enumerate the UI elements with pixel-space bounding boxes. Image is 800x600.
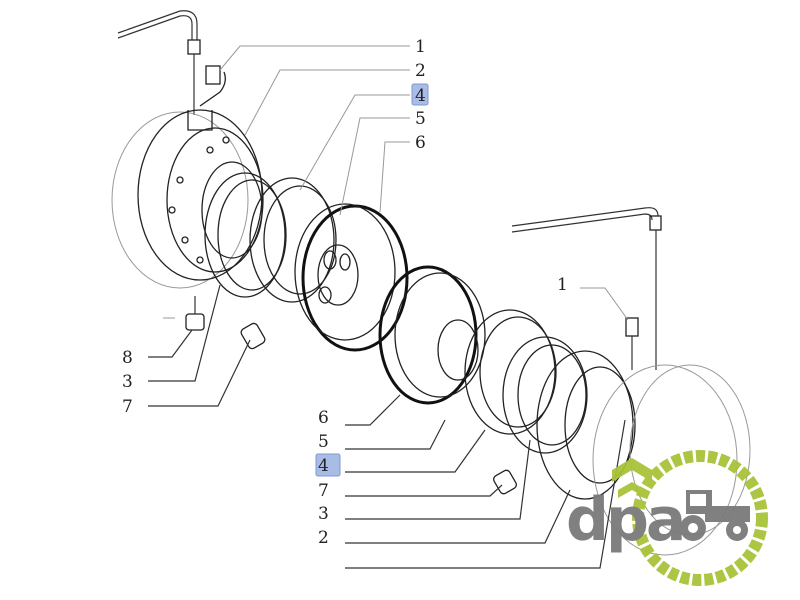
leader-lines [148, 45, 629, 569]
callout-label: 6 [318, 408, 329, 428]
callout-label-highlighted[interactable]: 4 [415, 86, 426, 106]
highlight-box [315, 453, 341, 477]
callout-label: 6 [415, 133, 426, 153]
callout-label: 7 [122, 397, 133, 417]
logo-text: dpa [566, 485, 683, 555]
callout-label-highlighted[interactable]: 4 [318, 456, 329, 476]
callout-label: 8 [122, 348, 133, 368]
callout-label: 1 [557, 275, 568, 295]
spring-left [240, 322, 266, 350]
callout-label: 5 [415, 109, 426, 129]
highlight-box [411, 83, 429, 106]
spring-right [493, 469, 517, 495]
brake-discs-right [378, 265, 636, 500]
callouts-bottom-middle: 6 5 4 7 3 2 [315, 408, 341, 548]
brake-housing-left [111, 65, 264, 289]
dpa-logo: dpa [566, 450, 768, 586]
brake-pipe-left [117, 10, 201, 115]
bleed-screw-left [185, 296, 205, 331]
callouts-left: 8 3 7 [122, 348, 133, 417]
brake-pipe-right [511, 207, 662, 370]
callout-label: 3 [318, 504, 329, 524]
brake-discs-left [204, 172, 409, 352]
callout-label: 2 [318, 528, 329, 548]
callouts-top-right: 1 2 4 5 6 [411, 37, 429, 153]
callout-label: 7 [318, 481, 329, 501]
callout-label: 5 [318, 432, 329, 452]
tractor-icon [680, 490, 750, 541]
callout-label: 1 [415, 37, 426, 57]
callout-label: 2 [415, 61, 426, 81]
callout-label: 3 [122, 372, 133, 392]
